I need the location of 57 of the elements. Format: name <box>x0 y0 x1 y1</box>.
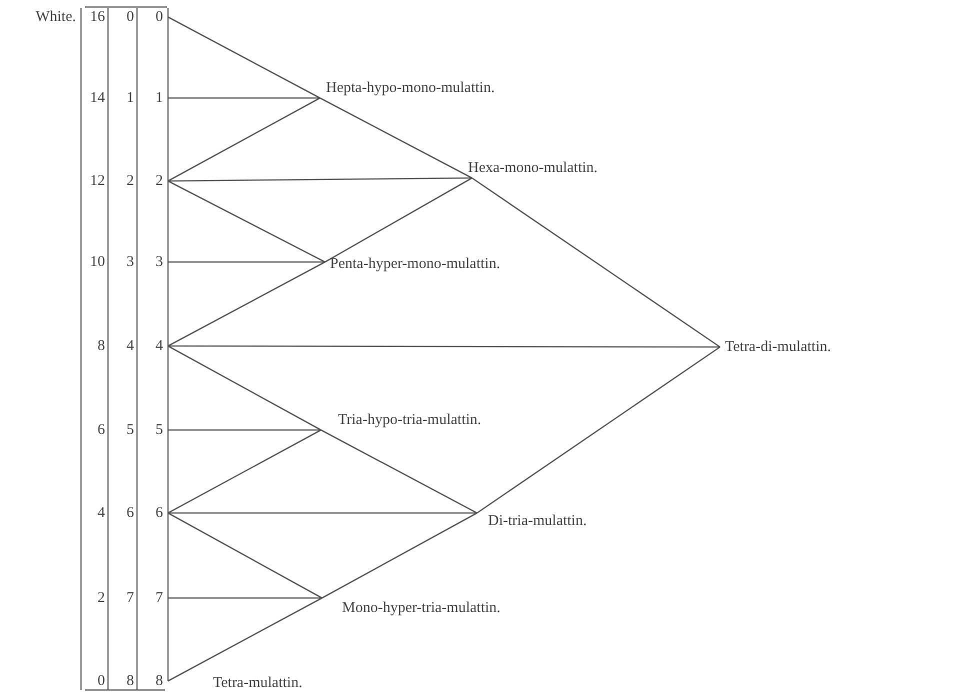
connector-line <box>168 345 720 348</box>
column-number: 5 <box>126 421 134 440</box>
category-name: Tetra-di-mulattin. <box>720 337 831 357</box>
column-number: 2 <box>98 589 105 608</box>
connector-line <box>168 177 472 182</box>
connector-line <box>476 346 720 514</box>
row-number: 0 <box>144 7 168 27</box>
connector-line <box>472 177 720 348</box>
connector-line <box>168 597 322 682</box>
connector-line <box>168 429 321 431</box>
connector-line <box>168 597 322 599</box>
column-number: 8 <box>98 337 105 356</box>
column-number: 8 <box>126 672 134 691</box>
row-number: 6 <box>144 503 168 523</box>
category-name: Di-tria-mulattin. <box>477 511 587 531</box>
column-number: 7 <box>126 589 134 608</box>
row-heading: White. <box>36 8 76 27</box>
row-number: 2 <box>144 171 168 191</box>
connector-line <box>168 261 325 263</box>
row-number: 4 <box>144 336 168 356</box>
column-number: 14 <box>90 89 105 108</box>
column-number: 1 <box>126 89 134 108</box>
connector-line <box>168 512 477 514</box>
connector-line <box>168 97 320 182</box>
connector-line <box>168 345 322 431</box>
connector-line <box>322 512 478 599</box>
column-number: 6 <box>98 421 105 440</box>
connector-line <box>168 180 326 263</box>
column-number: 16 <box>90 8 105 27</box>
row-number: 5 <box>144 420 168 440</box>
connector-line <box>168 97 320 99</box>
category-name: Mono-hyper-tria-mulattin. <box>322 598 500 618</box>
column-number: 4 <box>98 504 105 523</box>
column-number: 0 <box>126 8 134 27</box>
connector-line <box>168 512 322 599</box>
column-number: 10 <box>90 253 105 272</box>
row-number: 7 <box>144 588 168 608</box>
column-number: 0 <box>98 672 105 691</box>
connector-line <box>168 429 322 514</box>
category-name: Tetra-mulattin. <box>213 674 302 693</box>
category-name: Tria-hypo-tria-mulattin. <box>321 410 482 430</box>
connector-line <box>320 429 478 514</box>
column-number: 2 <box>126 172 134 191</box>
column-number: 6 <box>126 504 134 523</box>
category-name: Penta-hyper-mono-mulattin. <box>325 254 500 274</box>
connector-line <box>320 97 472 179</box>
category-name: Hepta-hypo-mono-mulattin. <box>320 78 495 98</box>
column-number: 4 <box>126 337 134 356</box>
connector-line <box>168 16 320 99</box>
column-number: 12 <box>90 172 105 191</box>
category-name: Hexa-mono-mulattin. <box>468 158 598 178</box>
row-number: 8 <box>144 671 168 691</box>
connector-line <box>324 177 472 263</box>
connector-line <box>168 261 326 347</box>
column-number: 3 <box>126 253 134 272</box>
row-number: 3 <box>144 252 168 272</box>
row-number: 1 <box>144 88 168 108</box>
